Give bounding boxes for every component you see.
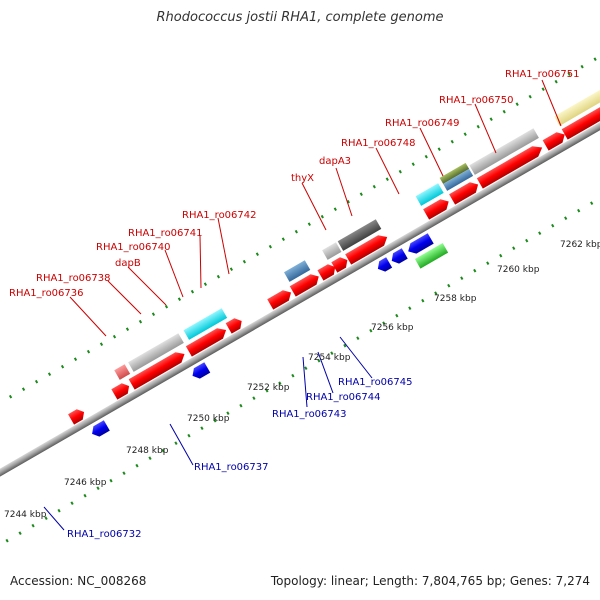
forward-gene-arrow[interactable] (561, 87, 600, 140)
genome-backbone (0, 76, 600, 523)
kbp-tick-label: 7260 kbp (497, 265, 540, 275)
gene-label-bottom: RHA1_ro06744 (306, 392, 381, 403)
accession-text: Accession: NC_008268 (10, 574, 147, 588)
kbp-tick-label: 7248 kbp (126, 446, 169, 456)
reverse-gene-arrow[interactable] (389, 248, 408, 266)
forward-gene-arrow[interactable] (476, 142, 545, 189)
reverse-gene-arrow[interactable] (89, 420, 110, 439)
kbp-tick-label: 7244 kbp (4, 510, 47, 520)
gene-label-top: dapA3 (319, 156, 351, 167)
gene-label-bottom: RHA1_ro06743 (272, 409, 347, 420)
forward-gene-arrow[interactable] (423, 196, 452, 220)
gene-label-bottom: RHA1_ro06745 (338, 377, 413, 388)
kbp-tick-labels: 7244 kbp 7246 kbp 7248 kbp 7250 kbp 7252 kbp… (4, 240, 600, 520)
feature-bar-green[interactable] (414, 243, 449, 269)
forward-gene-arrow[interactable] (542, 129, 568, 151)
gene-label-top: thyX (291, 173, 314, 184)
forward-gene-arrow[interactable] (225, 316, 245, 334)
feature-bar-lightgray[interactable] (322, 242, 342, 260)
reverse-strand-genes (89, 233, 449, 439)
bottom-leader-lines (43, 336, 373, 531)
reverse-gene-arrow[interactable] (375, 257, 393, 274)
feature-bar-cyan[interactable] (183, 308, 228, 340)
feature-track (114, 72, 600, 380)
forward-gene-arrow[interactable] (267, 287, 294, 310)
gene-label-top: RHA1_ro06750 (439, 95, 514, 106)
forward-gene-arrow[interactable] (111, 381, 132, 400)
forward-gene-arrow[interactable] (68, 407, 87, 425)
gene-label-bottom: RHA1_ro06732 (67, 529, 142, 540)
kbp-tick-label: 7254 kbp (308, 353, 351, 363)
gene-labels: RHA1_ro06736 RHA1_ro06738 dapB RHA1_ro06740… (9, 69, 580, 540)
kbp-tick-label: 7258 kbp (434, 294, 477, 304)
gene-label-top: RHA1_ro06749 (385, 118, 460, 129)
kbp-tick-label: 7246 kbp (64, 478, 107, 488)
gene-label-top: RHA1_ro06741 (128, 228, 203, 239)
feature-bar-khaki[interactable] (554, 72, 600, 126)
feature-bar-steelblue-2[interactable] (443, 168, 474, 191)
reverse-gene-arrow[interactable] (190, 362, 211, 381)
forward-gene-arrow[interactable] (185, 325, 229, 357)
feature-bar-steelblue[interactable] (284, 260, 311, 282)
gene-label-top: RHA1_ro06742 (182, 210, 257, 221)
kbp-tick-label: 7252 kbp (247, 383, 290, 393)
kbp-tick-label: 7250 kbp (187, 414, 230, 424)
kbp-tick-label: 7256 kbp (371, 323, 414, 333)
reverse-gene-arrow[interactable] (405, 233, 434, 256)
forward-gene-arrow[interactable] (449, 179, 481, 205)
feature-bar-olive[interactable] (439, 162, 470, 184)
topology-text: Topology: linear; Length: 7,804,765 bp; … (270, 574, 590, 588)
forward-gene-arrow[interactable] (289, 271, 322, 297)
gene-label-top: RHA1_ro06751 (505, 69, 580, 80)
feature-bar-darkgray[interactable] (337, 219, 382, 251)
feature-bar-gray-2[interactable] (469, 128, 539, 175)
gene-label-bottom: RHA1_ro06737 (194, 462, 269, 473)
gene-label-top: RHA1_ro06736 (9, 288, 84, 299)
feature-bar-pink[interactable] (114, 364, 131, 380)
tick-track-bottom (0, 142, 600, 565)
forward-gene-arrow[interactable] (345, 232, 390, 265)
tick-track-top (0, 35, 600, 459)
page-title: Rhodococcus jostii RHA1, complete genome (156, 10, 444, 25)
top-leader-lines (69, 79, 562, 337)
feature-bar-gray[interactable] (128, 333, 184, 372)
gene-label-top: RHA1_ro06738 (36, 273, 111, 284)
gene-label-top: RHA1_ro06740 (96, 242, 171, 253)
forward-gene-arrow[interactable] (317, 262, 338, 281)
forward-strand-genes (68, 87, 600, 425)
gene-label-top: RHA1_ro06748 (341, 138, 416, 149)
forward-gene-arrow[interactable] (331, 255, 350, 273)
kbp-tick-label: 7262 kbp (560, 240, 600, 250)
gene-label-top: dapB (115, 258, 141, 269)
feature-bar-cyan-2[interactable] (415, 183, 444, 206)
forward-gene-arrow[interactable] (128, 349, 188, 390)
